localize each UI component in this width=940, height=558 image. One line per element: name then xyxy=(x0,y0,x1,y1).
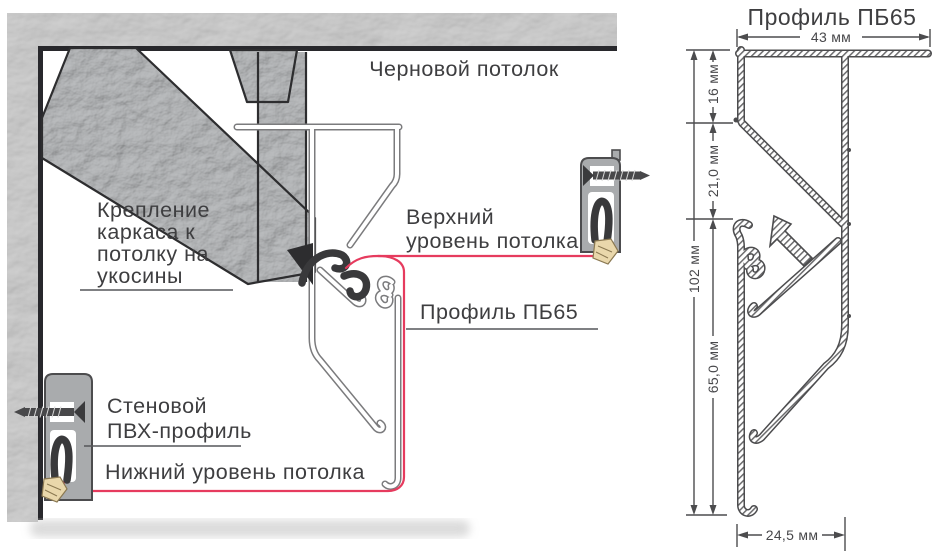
insert-wedge-lower xyxy=(41,476,68,503)
screw-tip xyxy=(14,407,25,417)
screw-head xyxy=(583,165,594,186)
floor-shadow xyxy=(30,520,470,537)
screw-icon xyxy=(14,401,85,423)
screw-shaft xyxy=(593,171,640,180)
profile-outline xyxy=(737,50,928,513)
dimension-bottom-section: 65,0 мм xyxy=(705,219,721,515)
diagonal-brace-outline xyxy=(40,46,317,286)
brace-note-line-3: потолку на xyxy=(97,242,209,266)
wall-profile-line-2: ПВХ-профиль xyxy=(107,419,252,443)
upper-wall-pvc-profile xyxy=(580,149,650,265)
frame-brace-and-hanger xyxy=(40,46,317,286)
right-profile-drawing: Профиль ПБ65 43 мм xyxy=(686,4,930,551)
dimension-total-height: 102 мм xyxy=(686,50,702,515)
dim-total-height-value: 102 мм xyxy=(686,245,702,293)
upper-level-line-2: уровень потолка xyxy=(406,229,579,253)
lower-wall-pvc-profile xyxy=(14,373,93,503)
upper-level-line-1: Верхний xyxy=(406,205,494,229)
right-wall-nub-3 xyxy=(847,314,851,318)
rough-ceiling-label: Черновой потолок xyxy=(369,57,559,81)
left-diagram-labels: Черновой потолок Крепление каркаса к пот… xyxy=(80,57,598,484)
brace-note-line-1: Крепление xyxy=(97,198,210,222)
dim-bottom-width-value: 24,5 мм xyxy=(766,527,819,543)
harpoon-hook-upper xyxy=(298,249,351,287)
membrane-upper-level-line xyxy=(344,254,604,270)
harpoon-lower-profile xyxy=(50,435,73,484)
wall-edge-line xyxy=(38,46,43,520)
dimension-middle-section: 21,0 мм xyxy=(705,123,721,219)
brace-note-line-2: каркаса к xyxy=(97,220,195,244)
harpoon-hook-lower xyxy=(340,270,371,301)
screw-shaft xyxy=(25,408,74,416)
harpoon-junction xyxy=(287,243,371,301)
dimension-bottom-width: 24,5 мм xyxy=(736,517,846,551)
wall-profile-line-1: Стеновой xyxy=(107,394,207,418)
brace-note-line-4: укосины xyxy=(97,264,183,288)
insert-wedge-upper xyxy=(592,238,619,265)
screw-head xyxy=(74,401,85,423)
dim-middle-section-value: 21,0 мм xyxy=(705,145,721,198)
profile-leader-label: Профиль ПБ65 xyxy=(420,300,578,324)
drawing-title: Профиль ПБ65 xyxy=(748,4,917,30)
dimension-top-width: 43 мм xyxy=(736,29,931,47)
left-wall-nub xyxy=(733,117,739,123)
screw-icon xyxy=(583,165,650,186)
ceiling-edge-line xyxy=(38,46,617,51)
dim-bottom-section-value: 65,0 мм xyxy=(705,341,721,394)
profile-hatching xyxy=(737,50,928,513)
dim-top-width-value: 43 мм xyxy=(811,29,851,45)
dimension-top-section: 16 мм xyxy=(705,50,721,123)
pb65-profile-dimensioned-section xyxy=(734,50,929,513)
harpoon-upper-profile xyxy=(590,197,613,246)
lower-level-label: Нижний уровень потолка xyxy=(105,460,365,484)
left-installation-diagram: Черновой потолок Крепление каркаса к пот… xyxy=(7,13,650,537)
concrete-wall-and-ceiling xyxy=(7,13,617,522)
harpoon-insert-arrow-icon xyxy=(768,214,814,268)
screw-tip xyxy=(640,171,650,180)
dim-top-section-value: 16 мм xyxy=(705,64,721,104)
right-wall-nub-1 xyxy=(847,148,851,152)
right-wall-nub-2 xyxy=(847,222,851,226)
hanger-bracket-outline xyxy=(228,48,299,104)
